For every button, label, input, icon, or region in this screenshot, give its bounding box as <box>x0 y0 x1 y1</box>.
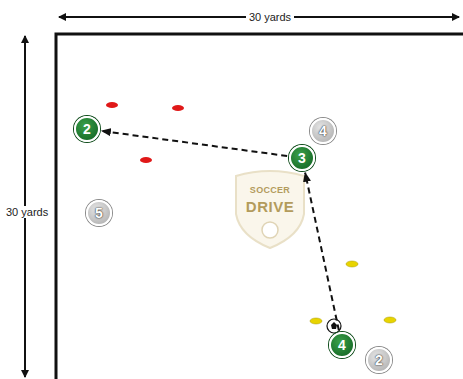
player-marker: 2 <box>74 116 100 142</box>
defender-marker: 2 <box>366 347 392 373</box>
cone <box>310 318 322 324</box>
watermark-ball <box>262 222 278 238</box>
player-number: 2 <box>375 353 383 367</box>
cone <box>140 157 152 163</box>
player-number: 4 <box>338 338 346 352</box>
ball-patches <box>331 322 337 329</box>
player-number: 5 <box>95 206 103 220</box>
player-number: 3 <box>298 151 306 165</box>
cone <box>172 105 184 111</box>
watermark-text: DRIVE <box>246 199 294 216</box>
cone <box>346 261 358 267</box>
field-boundary <box>56 34 463 379</box>
watermark-shield <box>236 171 304 248</box>
player-number: 2 <box>83 122 91 136</box>
defender-marker: 4 <box>310 118 336 144</box>
pass-arrow <box>102 131 287 156</box>
yellow-cones <box>310 261 396 324</box>
pass-arrow <box>305 173 339 331</box>
player-number: 4 <box>319 124 327 138</box>
dimension-label: 30 yards <box>246 11 294 23</box>
logo-watermark <box>236 171 304 248</box>
cone <box>106 102 118 108</box>
dimension-label: 30 yards <box>3 206 51 218</box>
defender-marker: 5 <box>86 200 112 226</box>
player-marker: 4 <box>329 332 355 358</box>
player-marker: 3 <box>289 145 315 171</box>
cone <box>384 317 396 323</box>
watermark-text: SOCCER <box>250 186 290 196</box>
